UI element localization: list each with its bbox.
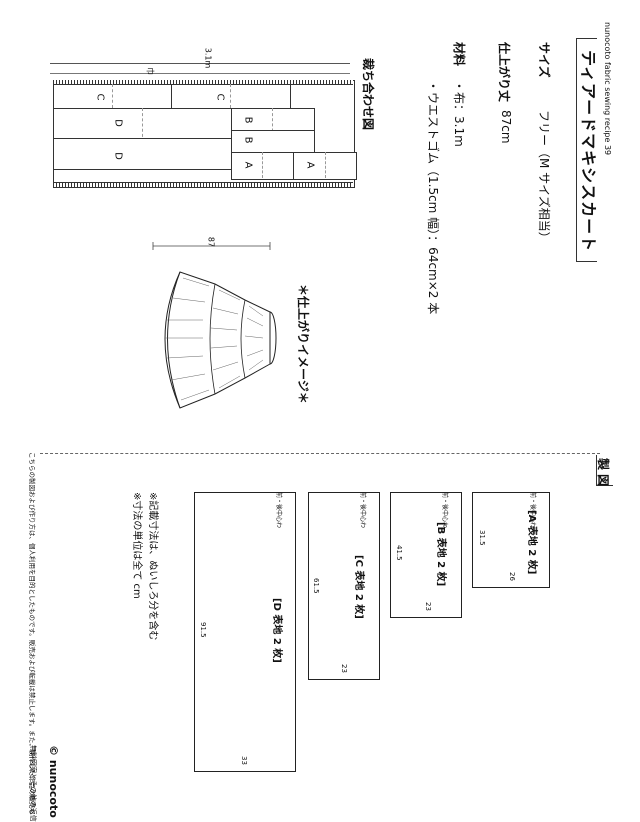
material-elastic: ・ウエストゴム（1.5cm 幅）：64cm×2 本 bbox=[426, 80, 440, 315]
pattern-piece-d-width: 33 bbox=[240, 756, 248, 765]
length-dimension-label: 3.1m bbox=[203, 47, 213, 69]
pattern-piece-a-width: 26 bbox=[508, 572, 516, 581]
pattern-piece-b-name: [B 表地 2 枚] bbox=[435, 522, 446, 587]
layout-diagram-title: 裁ち合わせ図 bbox=[361, 58, 375, 131]
layout-piece-a-2-label: A bbox=[304, 161, 316, 169]
layout-piece-d-2 bbox=[53, 138, 233, 170]
pattern-piece-c-width: 23 bbox=[340, 664, 348, 673]
material-fabric: ・布：3.1m bbox=[452, 80, 466, 147]
size-label: サイズ bbox=[537, 42, 551, 78]
layout-diagram: 3.1m 巾 C C D B D B A A bbox=[50, 48, 360, 190]
pattern-title-bracket bbox=[596, 455, 613, 486]
pattern-piece-c-height: 61.5 bbox=[312, 578, 320, 594]
page-title: ティアードマキシスカート bbox=[579, 50, 598, 253]
footer-notice: 無料図案とその他の返信 bbox=[29, 745, 37, 822]
length-value: 87cm bbox=[499, 110, 513, 144]
pattern-piece-d-height: 91.5 bbox=[199, 622, 207, 638]
pattern-piece-c bbox=[308, 492, 380, 680]
length-label: 仕上がり丈 bbox=[497, 42, 511, 103]
footer-brand: © nunocoto bbox=[47, 745, 60, 818]
pattern-piece-d-name: [D 表地 2 枚] bbox=[271, 598, 282, 663]
selvage-bottom bbox=[53, 182, 353, 187]
series-label: nunocoto fabric sewing recipe 39 bbox=[603, 22, 612, 156]
skirt-length-label: 87 bbox=[206, 236, 216, 248]
width-dimension-line bbox=[50, 73, 350, 74]
section-divider bbox=[40, 453, 600, 454]
pattern-piece-b-height: 41.5 bbox=[395, 545, 403, 561]
layout-piece-b-1-label: B bbox=[242, 116, 254, 124]
layout-piece-b-2 bbox=[231, 130, 315, 154]
pattern-piece-a-height: 31.5 bbox=[478, 530, 486, 546]
length-dimension-line bbox=[50, 63, 350, 64]
pattern-piece-b-width: 23 bbox=[424, 602, 432, 611]
pattern-piece-d bbox=[194, 492, 296, 772]
pattern-piece-c-fold: 前・後中心わ bbox=[359, 492, 366, 529]
size-value: フリー（M サイズ相当） bbox=[537, 110, 551, 244]
title-bracket bbox=[576, 38, 597, 262]
pattern-piece-c-name: [C 表地 2 枚] bbox=[353, 555, 364, 619]
pattern-section-title: 製 図 bbox=[596, 458, 610, 487]
layout-piece-d-1 bbox=[53, 108, 233, 140]
pattern-piece-b bbox=[390, 492, 462, 618]
layout-piece-c-1 bbox=[53, 84, 173, 110]
layout-piece-d-2-label: D bbox=[112, 152, 124, 160]
layout-piece-d-1-label: D bbox=[112, 119, 124, 127]
width-dimension-label: 巾 bbox=[145, 67, 155, 75]
layout-piece-c-2 bbox=[171, 84, 291, 110]
pattern-piece-a bbox=[472, 492, 550, 588]
layout-piece-a-1 bbox=[231, 152, 295, 180]
material-label: 材料 bbox=[452, 42, 466, 67]
layout-piece-c-1-label: C bbox=[94, 93, 106, 101]
pattern-piece-d-fold: 前・後中心わ bbox=[275, 492, 282, 529]
pattern-note-units: ※寸法の単位は全て cm bbox=[131, 492, 142, 599]
pattern-note-seam: ※記載寸法は、ぬいしろ分を含む bbox=[147, 492, 158, 641]
image-section-title: ＊仕上がりイメージ＊ bbox=[296, 284, 310, 404]
layout-piece-b-2-label: B bbox=[242, 136, 254, 144]
layout-piece-c-2-label: C bbox=[214, 93, 226, 101]
layout-piece-a-1-label: A bbox=[242, 161, 254, 169]
skirt-illustration: 87 bbox=[145, 236, 285, 438]
pattern-piece-a-name: [A 表地 2 枚] bbox=[526, 510, 537, 575]
